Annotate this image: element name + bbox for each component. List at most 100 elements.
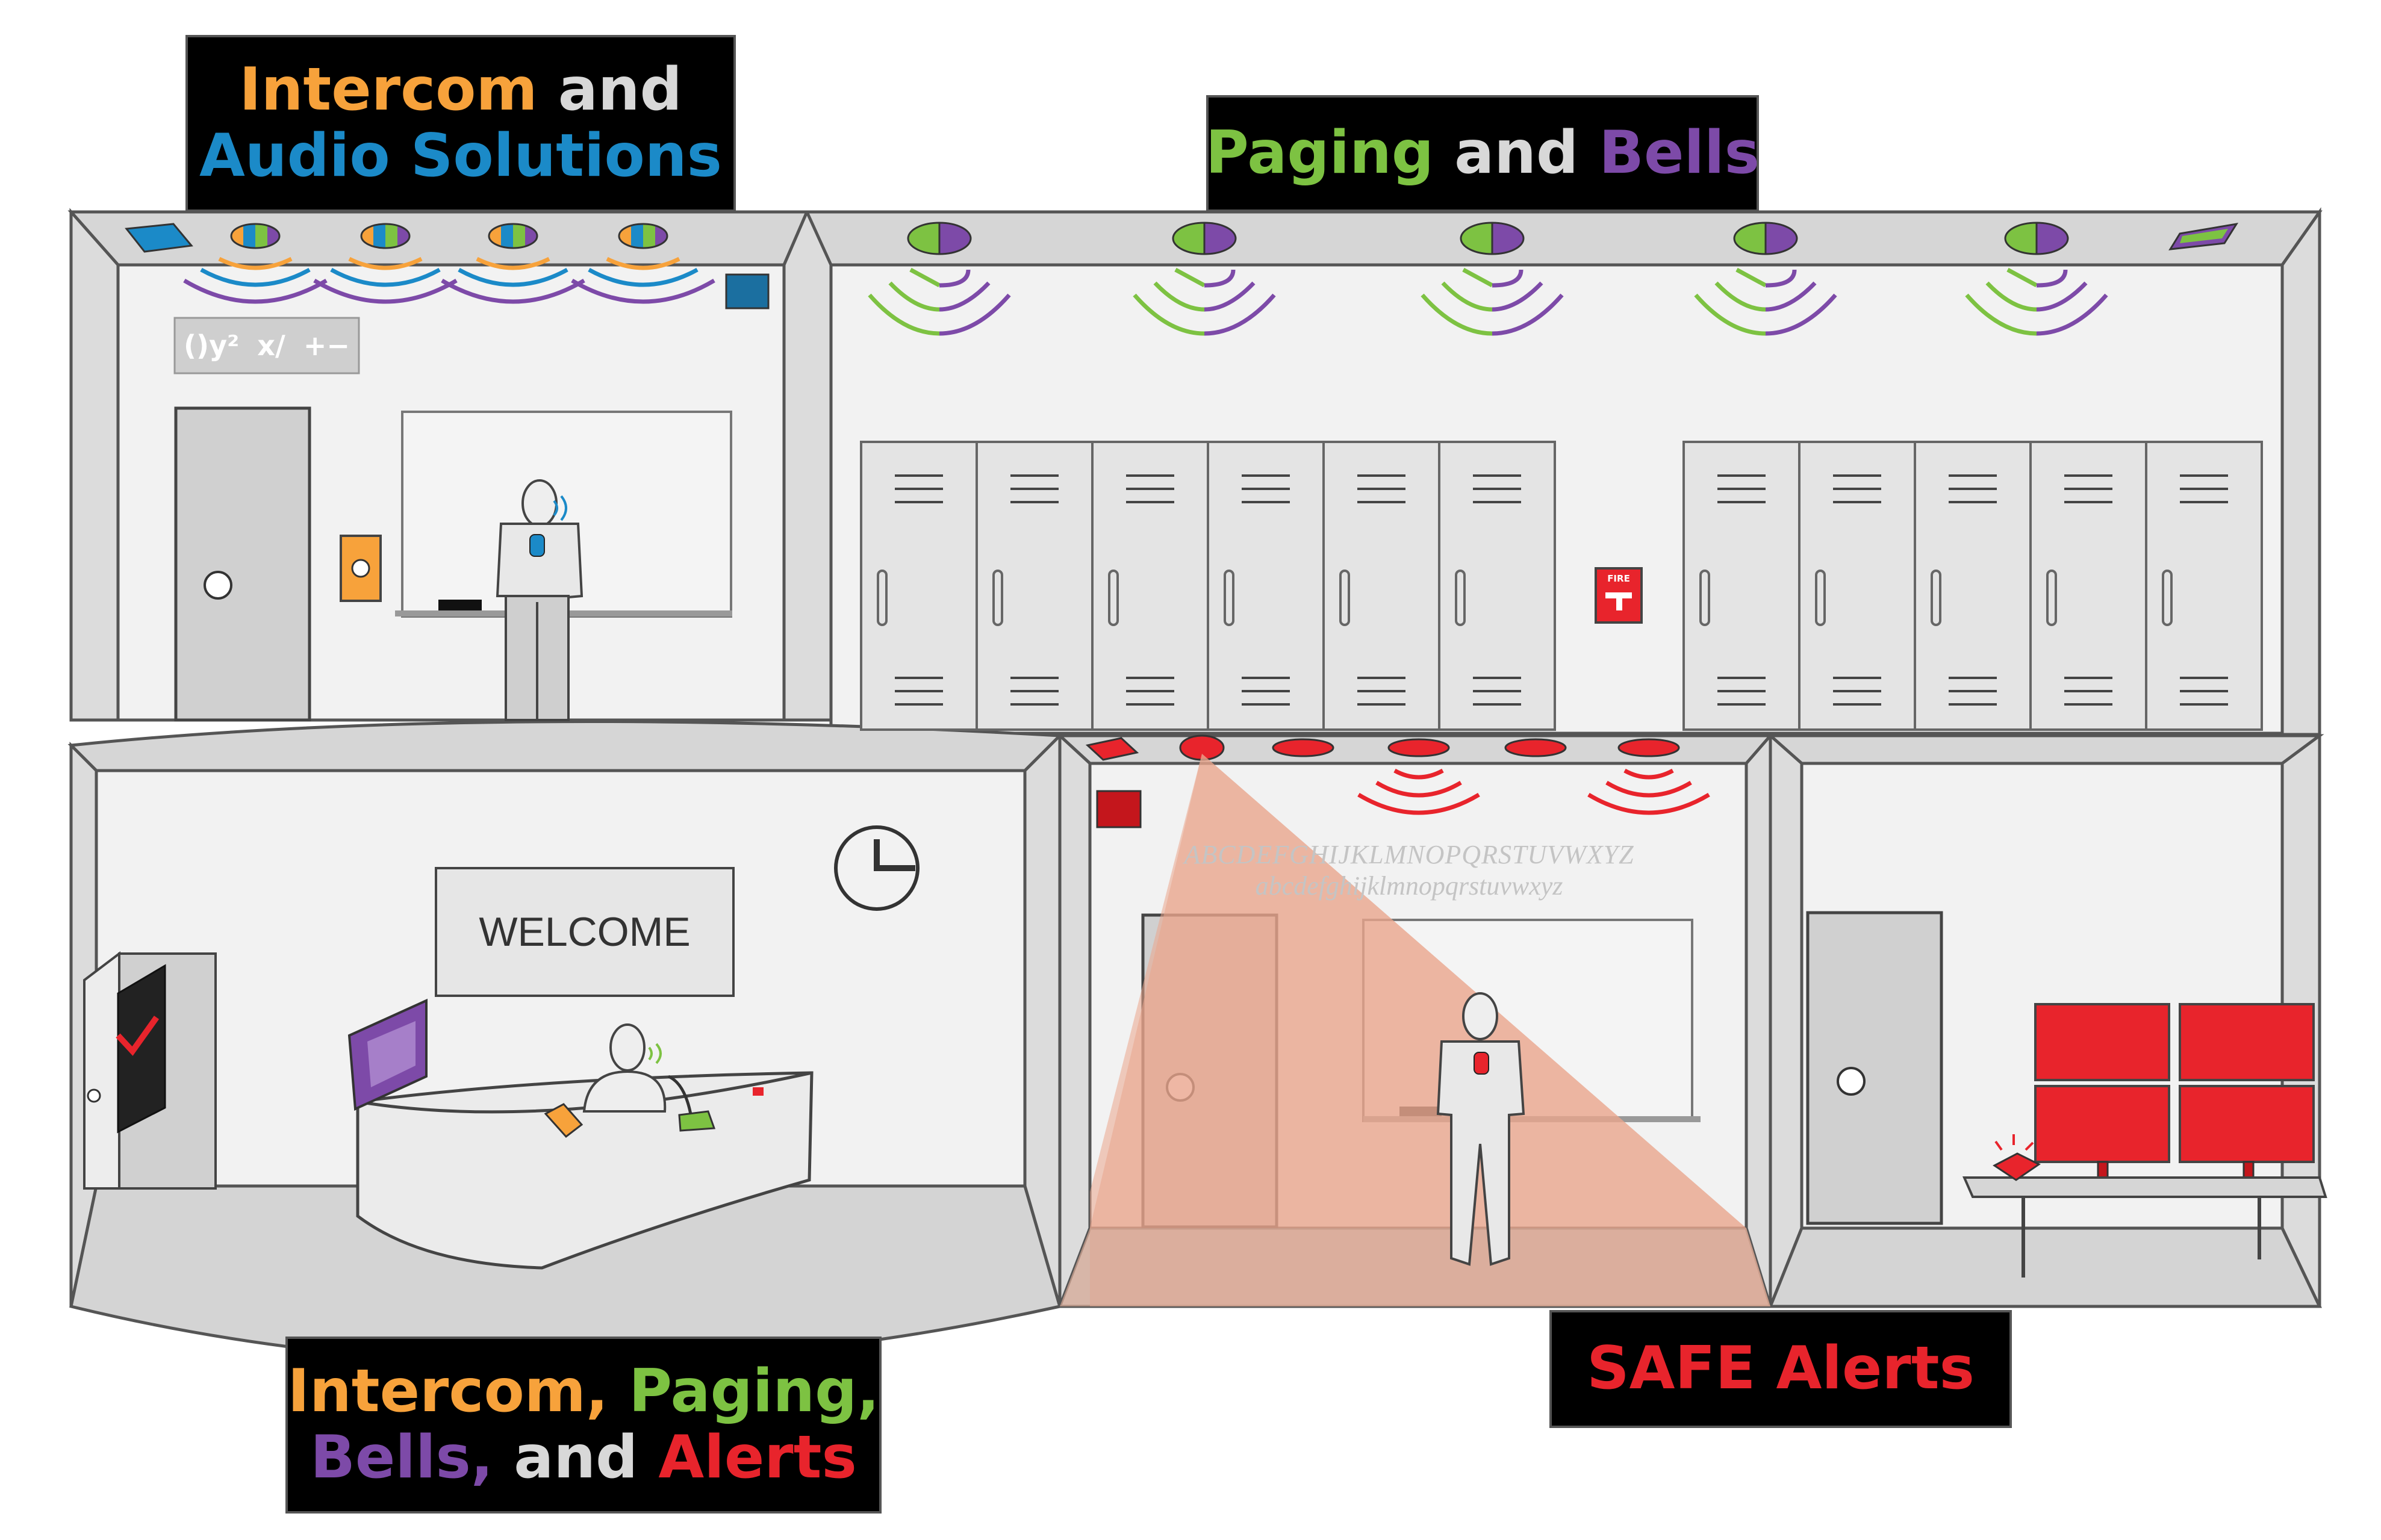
math-sign-text: ()y² x/ +− bbox=[175, 318, 359, 373]
ceiling-speaker-icon bbox=[1733, 222, 1798, 255]
locker-bank-right bbox=[1682, 441, 2263, 731]
monitor-icon bbox=[2034, 1085, 2170, 1163]
safe-alerts-label: SAFE Alerts bbox=[1549, 1310, 2012, 1428]
eraser bbox=[438, 600, 482, 610]
math-symbol: x/ bbox=[257, 329, 285, 362]
paging-word: Paging bbox=[1206, 119, 1434, 188]
door-panel bbox=[83, 951, 120, 1190]
monitor-icon bbox=[2034, 1003, 2170, 1081]
ceiling-speaker-icon bbox=[2004, 222, 2069, 255]
office-floor bbox=[1768, 1226, 2322, 1308]
locker-handle bbox=[1699, 570, 1710, 626]
alert-classroom-devices bbox=[1060, 734, 1770, 1306]
ceiling-speaker-icon bbox=[360, 223, 411, 249]
sound-wave-icon bbox=[868, 267, 2108, 336]
ceiling-speaker-icon bbox=[230, 223, 281, 249]
office-door bbox=[1806, 911, 1943, 1225]
door-knob bbox=[1837, 1067, 1866, 1096]
ceiling-speaker-icon bbox=[618, 223, 668, 249]
locker-handle bbox=[1339, 570, 1350, 626]
alert-rays bbox=[1994, 1134, 2034, 1151]
wall-intercom-panel bbox=[725, 273, 770, 309]
office-desk bbox=[1962, 1176, 2327, 1198]
locker-handle bbox=[2162, 570, 2173, 626]
desktop-microphone-icon bbox=[667, 1075, 716, 1132]
paging-word: Paging, bbox=[608, 1357, 880, 1426]
panic-phone-icon bbox=[1993, 1152, 2041, 1181]
and-word: and bbox=[1434, 119, 1599, 188]
office-ceiling bbox=[1766, 734, 2324, 765]
office-devices bbox=[1806, 911, 2327, 1278]
welcome-sign bbox=[435, 867, 735, 997]
teacher-figure bbox=[1436, 992, 1525, 1266]
sound-wave-icon bbox=[1357, 768, 1710, 815]
panic-button bbox=[753, 1087, 764, 1096]
classroom-lower-right-wall bbox=[1745, 731, 1772, 1307]
alert-speakers bbox=[1179, 734, 1680, 761]
safe-alerts-word: SAFE Alerts bbox=[1587, 1334, 1975, 1403]
locker-handle bbox=[1455, 570, 1466, 626]
alphabet-upper: ABCDEFGHIJKLMNOPQRSTUVWXYZ bbox=[1184, 840, 1634, 869]
locker-handle bbox=[877, 570, 888, 626]
ceiling-speaker-icon bbox=[1272, 738, 1334, 757]
ceiling-module-icon bbox=[125, 223, 193, 253]
hallway-right-wall bbox=[2280, 207, 2321, 736]
bells-word: Bells, bbox=[310, 1423, 494, 1492]
intercom-audio-label: Intercom and Audio Solutions bbox=[185, 35, 736, 212]
sound-wave-icon bbox=[553, 495, 567, 521]
classroom-lower-left-wall bbox=[1058, 732, 1092, 1307]
and-word: and bbox=[537, 55, 682, 125]
paging-speakers bbox=[907, 222, 2069, 255]
fire-alarm-pull-icon bbox=[1595, 567, 1643, 624]
locker-handle bbox=[992, 570, 1003, 626]
wall-clock-hands-icon bbox=[874, 839, 915, 871]
ceiling-speaker-icon bbox=[1387, 738, 1450, 757]
monitor-icon bbox=[2179, 1085, 2315, 1163]
check-mark-icon bbox=[116, 1016, 160, 1056]
math-symbol: +− bbox=[303, 329, 350, 362]
ceiling-speaker-icon bbox=[1172, 222, 1237, 255]
welcome-sign-text: WELCOME bbox=[479, 909, 691, 955]
ceiling-speaker-icon bbox=[1617, 738, 1680, 757]
locker-handle bbox=[1224, 570, 1234, 626]
intercom-speakers bbox=[230, 223, 668, 249]
teacher-figure bbox=[496, 479, 584, 721]
locker-handle bbox=[2046, 570, 2057, 626]
door-knob bbox=[204, 571, 232, 600]
fire-pull-label: FIRE bbox=[1607, 573, 1630, 584]
receptionist-figure bbox=[582, 1023, 667, 1113]
ceiling-speaker-icon bbox=[488, 223, 538, 249]
math-symbol: ()y² bbox=[184, 329, 240, 362]
upper-classroom-devices bbox=[125, 223, 770, 722]
audio-solutions-word: Audio Solutions bbox=[199, 122, 722, 190]
microphone-icon bbox=[529, 534, 545, 557]
classroom-door bbox=[174, 406, 311, 722]
bells-word: Bells bbox=[1599, 119, 1760, 188]
wall-alert-panel bbox=[1096, 790, 1142, 828]
classroom-upper-left-wall bbox=[69, 208, 120, 722]
strobe-light-cone bbox=[1090, 754, 1746, 1228]
math-sign bbox=[173, 317, 360, 374]
locker-handle bbox=[1108, 570, 1119, 626]
access-control-reader bbox=[117, 964, 166, 1134]
alerts-word: Alerts bbox=[658, 1423, 857, 1492]
sound-wave-icon bbox=[183, 256, 715, 304]
sound-wave-icon bbox=[648, 1043, 662, 1064]
paging-bells-label: Paging and Bells bbox=[1206, 95, 1760, 212]
monitor-icon bbox=[2179, 1003, 2315, 1081]
lobby-devices bbox=[83, 825, 920, 1270]
hallway-devices bbox=[860, 222, 2263, 731]
strobe-light-icon bbox=[1085, 737, 1139, 761]
intercom-word: Intercom, bbox=[287, 1357, 609, 1426]
intercom-word: Intercom bbox=[239, 55, 538, 125]
and-word: and bbox=[493, 1423, 659, 1492]
ceiling-speaker-icon bbox=[907, 222, 972, 255]
desk-phone-icon bbox=[544, 1103, 584, 1138]
monitor-wall bbox=[2034, 1003, 2315, 1163]
locker-bank-left bbox=[860, 441, 1556, 731]
alphabet-lower: abcdefghijklmnopqrstuvwxyz bbox=[1255, 871, 1563, 901]
classroom-upper-right-wall bbox=[782, 210, 833, 722]
wearable-panic-button bbox=[1474, 1052, 1489, 1075]
hallway-ceiling bbox=[805, 210, 2323, 267]
